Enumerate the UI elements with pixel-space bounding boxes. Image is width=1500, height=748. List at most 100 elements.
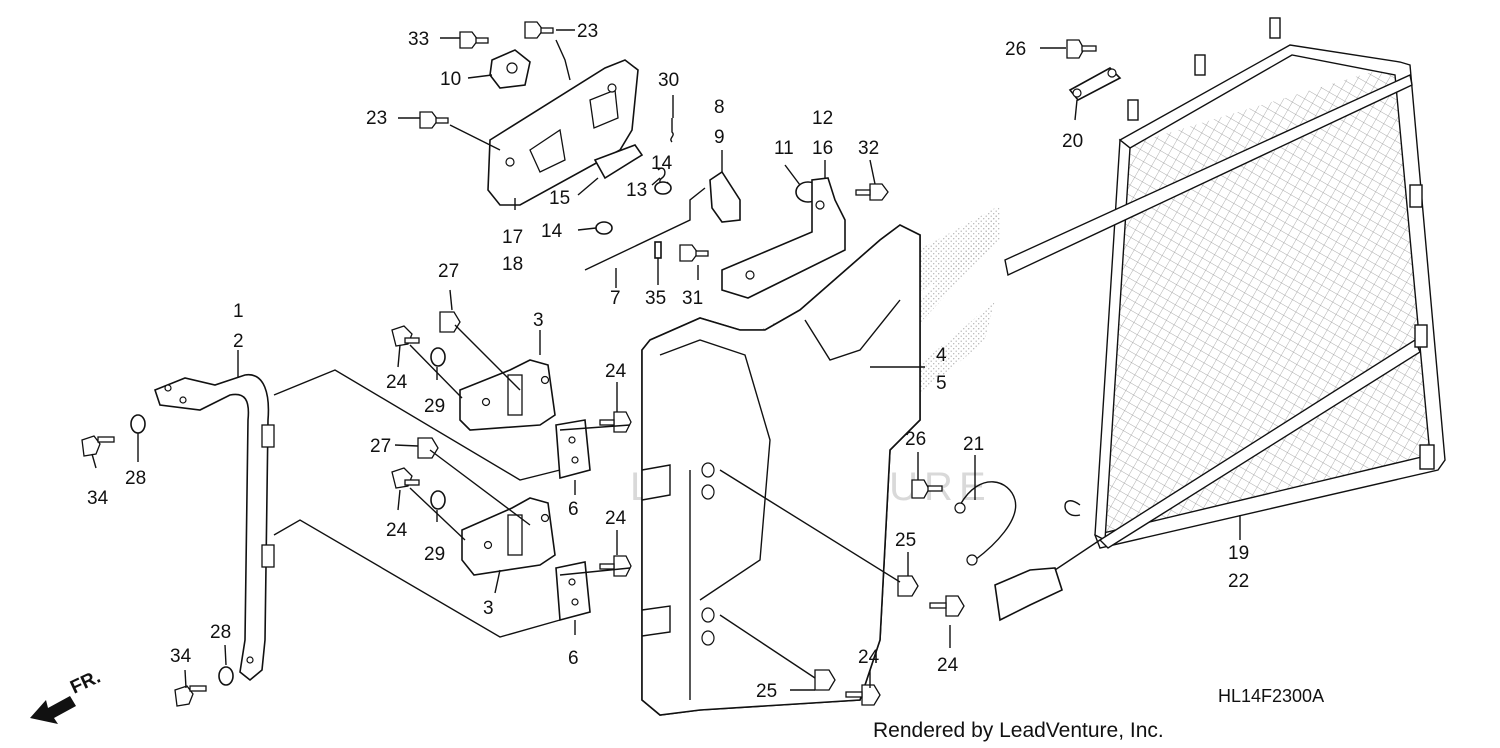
hinge-upper (459, 359, 556, 431)
collar-14-lower (595, 221, 613, 235)
bolt-31 (679, 244, 709, 262)
callout-12: 12 (812, 108, 833, 129)
callout-9: 9 (714, 127, 725, 148)
callout-6-lower: 6 (568, 648, 579, 669)
callout-25-right: 25 (895, 530, 916, 551)
bolt-26-strap (911, 479, 943, 499)
bolt-26-net (1066, 39, 1097, 59)
diagram-code: HL14F2300A (1218, 686, 1324, 706)
callout-26-strap: 26 (905, 429, 926, 450)
callout-14-upper: 14 (651, 153, 673, 174)
callout-22: 22 (1228, 571, 1249, 592)
latch-plate-8-9 (709, 170, 741, 223)
washer-28-upper (130, 414, 146, 434)
cargo-net (1004, 17, 1446, 549)
nut-25-bottom (814, 669, 836, 691)
nut-27-lower (417, 437, 439, 459)
striker-plate-12-16 (721, 177, 846, 299)
bolt-24-hinge-lower-right (599, 555, 632, 577)
callout-7: 7 (610, 288, 621, 309)
callout-23-left: 23 (366, 108, 387, 129)
callout-3-upper: 3 (533, 310, 544, 331)
callout-6-upper: 6 (568, 499, 579, 520)
callout-24-a: 24 (386, 372, 408, 393)
callout-21: 21 (963, 434, 984, 455)
latch-housing (487, 59, 639, 206)
net-corner-loops (1127, 17, 1435, 470)
callout-24-e: 24 (937, 655, 959, 676)
cotter-pin-30 (670, 118, 674, 143)
leader-lines (91, 29, 1241, 691)
plate-6-upper (555, 419, 591, 480)
bolt-24-hinge-lower (391, 467, 420, 489)
callout-23-upper: 23 (577, 21, 598, 42)
callout-20: 20 (1062, 131, 1083, 152)
latch-lever-15 (593, 144, 644, 180)
pin-35 (654, 241, 662, 259)
collar-20 (1068, 67, 1122, 102)
net-buckle (994, 539, 1101, 622)
rod-7 (584, 187, 706, 271)
bolt-23-left (419, 111, 449, 129)
callout-29-lower: 29 (424, 544, 445, 565)
callout-33: 33 (408, 29, 429, 50)
bolt-32 (855, 183, 889, 201)
callout-34-lower: 34 (170, 646, 192, 667)
nut-27-upper (439, 311, 461, 333)
washer-28-lower (218, 666, 234, 686)
callout-16: 16 (812, 138, 833, 159)
frame-pipe (154, 374, 275, 682)
callout-32: 32 (858, 138, 879, 159)
callout-15: 15 (549, 188, 570, 209)
callout-3-lower: 3 (483, 598, 494, 619)
strap-21 (954, 481, 1017, 566)
callout-34-upper: 34 (87, 488, 109, 509)
callout-4: 4 (936, 345, 947, 366)
clip-10 (489, 49, 531, 89)
plate-6-lower (555, 561, 591, 622)
door-panel (641, 224, 921, 716)
callout-26-net-label: 26 (1005, 39, 1026, 60)
bolt-34-lower (174, 685, 207, 707)
front-direction-arrow: FR. (30, 667, 104, 724)
callout-29-upper: 29 (424, 396, 445, 417)
washer-29-lower (430, 490, 446, 510)
callout-35: 35 (645, 288, 666, 309)
callout-10: 10 (440, 69, 461, 90)
nut-25-right (897, 575, 919, 597)
callout-18: 18 (502, 254, 523, 275)
callout-25-bottom: 25 (756, 681, 777, 702)
hinge-lower (461, 497, 556, 576)
callout-28-upper: 28 (125, 468, 146, 489)
callout-labels: 33 23 10 23 30 8 9 12 11 16 32 14 15 13 … (87, 21, 1249, 702)
washer-29-upper (430, 347, 446, 367)
callout-1: 1 (233, 301, 244, 322)
callout-24-f: 24 (858, 647, 880, 668)
bolt-24-hinge-upper (391, 325, 420, 347)
callout-24-b: 24 (605, 361, 627, 382)
callout-5: 5 (936, 373, 947, 394)
collar-14-upper (654, 181, 672, 195)
callout-24-d: 24 (605, 508, 627, 529)
callout-13: 13 (626, 180, 647, 201)
callout-2: 2 (233, 331, 244, 352)
rendered-by-credit: Rendered by LeadVenture, Inc. (873, 719, 1164, 742)
bolt-33 (459, 31, 489, 49)
callout-27-lower: 27 (370, 436, 391, 457)
callout-24-c: 24 (386, 520, 408, 541)
bolt-34-upper (81, 435, 115, 457)
callout-8: 8 (714, 97, 725, 118)
direction-label: FR. (67, 667, 104, 699)
callout-14-lower: 14 (541, 221, 563, 242)
callout-17: 17 (502, 227, 523, 248)
bolt-24-bottom (845, 684, 881, 706)
callout-31: 31 (682, 288, 703, 309)
callout-11: 11 (774, 138, 794, 159)
bolt-24-hinge-upper-right (599, 411, 632, 433)
callout-27-upper: 27 (438, 261, 459, 282)
callout-30: 30 (658, 70, 679, 91)
callout-19: 19 (1228, 543, 1249, 564)
bolt-24-right (929, 595, 965, 617)
